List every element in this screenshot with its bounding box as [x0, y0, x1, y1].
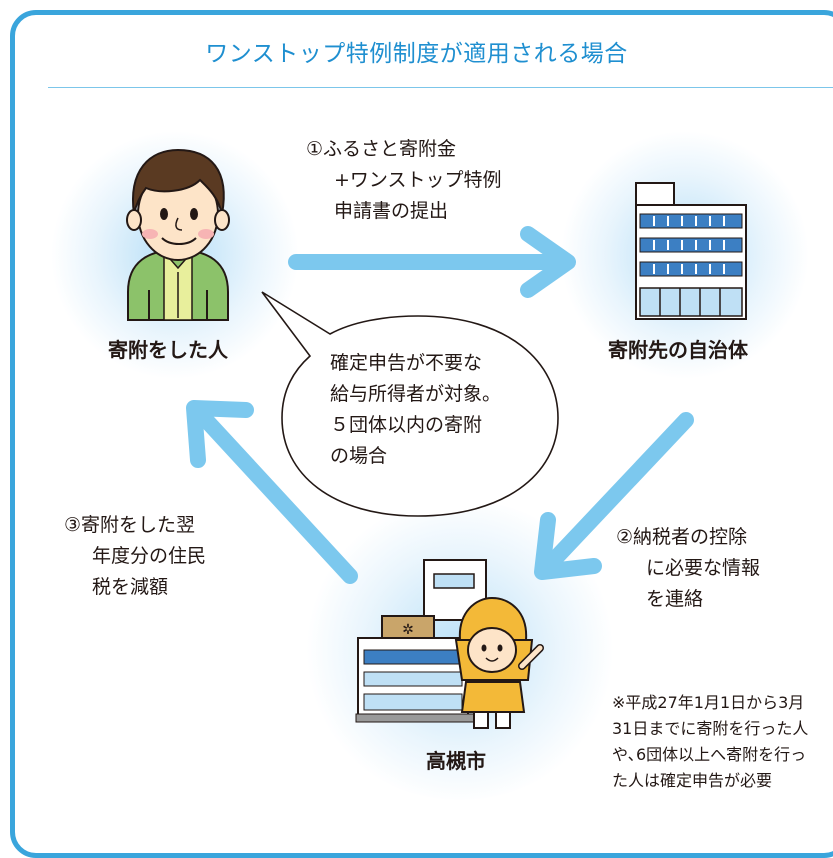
city-hall-icon: ✲ — [355, 559, 487, 723]
step2-line2: に必要な情報 — [646, 557, 761, 579]
mascot-icon — [454, 596, 544, 729]
step2-line1: ②納税者の控除 — [616, 526, 748, 548]
diagram-title: ワンストップ特例制度が適用される場合 — [205, 41, 628, 67]
step1-line1: ①ふるさと寄附金 — [306, 138, 457, 160]
footnote-line3: や､6団体以上へ寄附を行っ — [612, 745, 807, 764]
arrow-city-to-donor — [186, 400, 358, 584]
arrow-municipality-to-city — [534, 412, 694, 580]
bubble-line1: 確定申告が不要な — [330, 352, 483, 374]
bubble-line4: の場合 — [330, 445, 388, 467]
bubble-line2: 給与所得者が対象。 — [330, 383, 502, 405]
step1-line2: +ワンストップ特例 — [334, 169, 502, 191]
title-divider — [48, 87, 833, 88]
municipality-label: 寄附先の自治体 — [608, 338, 748, 362]
arrow-donor-to-municipality — [288, 226, 576, 298]
speech-bubble — [261, 291, 559, 517]
office-building-icon — [635, 182, 747, 320]
footnote-line1: ※平成27年1月1日から3月 — [612, 693, 805, 712]
donor-label: 寄附をした人 — [108, 338, 228, 362]
step3-line2: 年度分の住民 — [92, 545, 207, 567]
person-icon — [126, 148, 230, 321]
city-label: 高槻市 — [426, 749, 486, 773]
svg-text:✲: ✲ — [402, 622, 414, 638]
step2-line3: を連絡 — [646, 588, 704, 610]
step3-line3: 税を減額 — [92, 576, 169, 598]
diagram-graphics: ✲ — [126, 148, 747, 729]
step3-line1: ③寄附をした翌 — [64, 514, 196, 536]
footnote-line4: た人は確定申告が必要 — [612, 771, 773, 790]
step1-line3: 申請書の提出 — [334, 200, 449, 222]
footnote-line2: 31日までに寄附を行った人 — [612, 719, 809, 738]
bubble-line3: ５団体以内の寄附 — [330, 414, 483, 436]
